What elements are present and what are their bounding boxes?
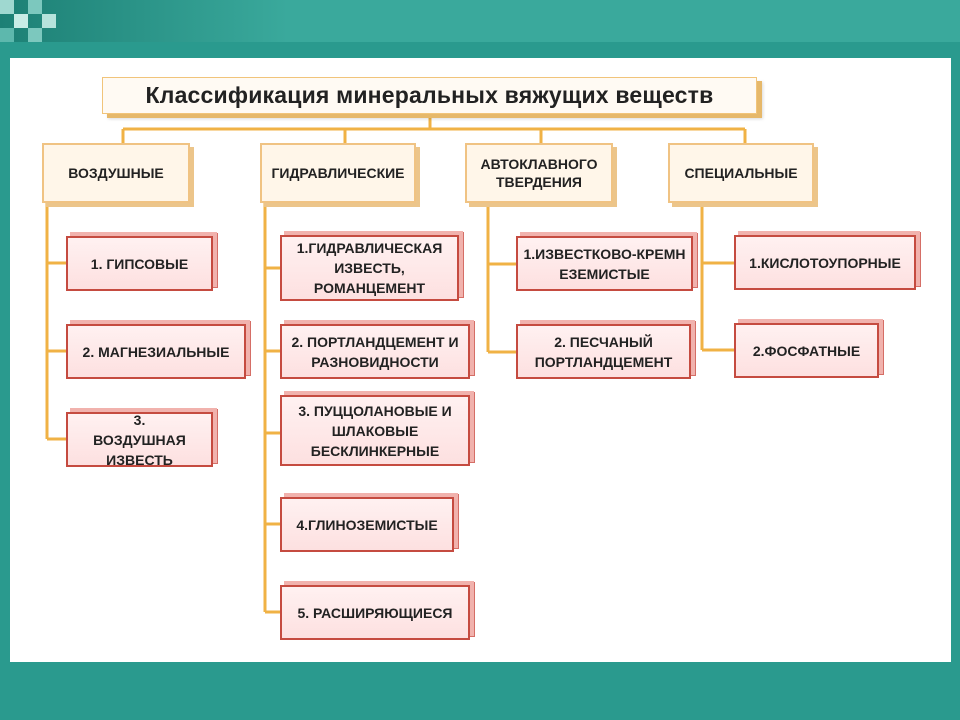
- item-kislotoupornye: 1.КИСЛОТОУПОРНЫЕ: [734, 235, 916, 290]
- diagram-title: Классификация минеральных вяжущих вещест…: [102, 77, 757, 114]
- item-fosfatnye: 2.ФОСФАТНЫЕ: [734, 323, 879, 378]
- item-vozdushnaya-izvest: 3. ВОЗДУШНАЯ ИЗВЕСТЬ: [66, 412, 213, 468]
- item-magnezialnye: 2. МАГНЕЗИАЛЬНЫЕ: [66, 324, 246, 379]
- item-rasshiryayushchiesya: 5. РАСШИРЯЮЩИЕСЯ: [280, 585, 470, 640]
- item-glinozemistye: 4.ГЛИНОЗЕМИСТЫЕ: [280, 497, 454, 552]
- corner-square-decoration: [14, 14, 28, 28]
- item-portlandcement: 2. ПОРТЛАНДЦЕМЕНТ И РАЗНОВИДНОСТИ: [280, 324, 470, 379]
- top-banner: [0, 0, 960, 42]
- corner-square-decoration: [0, 0, 14, 14]
- item-puccolanovye: 3. ПУЦЦОЛАНОВЫЕ И ШЛАКОВЫЕ БЕСКЛИНКЕРНЫЕ: [280, 395, 470, 466]
- connector-lines: [45, 114, 747, 614]
- item-peschanyi-portlandcement: 2. ПЕСЧАНЫЙ ПОРТЛАНДЦЕМЕНТ: [516, 324, 691, 379]
- category-vozdushnye: ВОЗДУШНЫЕ: [42, 143, 190, 203]
- corner-square-decoration: [28, 28, 42, 42]
- category-gidravlicheskie: ГИДРАВЛИЧЕСКИЕ: [260, 143, 416, 203]
- corner-square-decoration: [42, 14, 56, 28]
- item-gipsovye: 1. ГИПСОВЫЕ: [66, 236, 213, 291]
- item-gidravlicheskaya-izvest: 1.ГИДРАВЛИЧЕСКАЯ ИЗВЕСТЬ, РОМАНЦЕМЕНТ: [280, 235, 459, 301]
- corner-square-decoration: [28, 0, 42, 14]
- slide-canvas: Классификация минеральных вяжущих вещест…: [10, 58, 951, 662]
- corner-square-decoration: [0, 28, 14, 42]
- category-avtoklavnogo-tverdeniya: АВТОКЛАВНОГО ТВЕРДЕНИЯ: [465, 143, 613, 203]
- item-izvestkovo-kremnezemistye: 1.ИЗВЕСТКОВО-КРЕМНЕЗЕМИСТЫЕ: [516, 236, 693, 291]
- category-specialnye: СПЕЦИАЛЬНЫЕ: [668, 143, 814, 203]
